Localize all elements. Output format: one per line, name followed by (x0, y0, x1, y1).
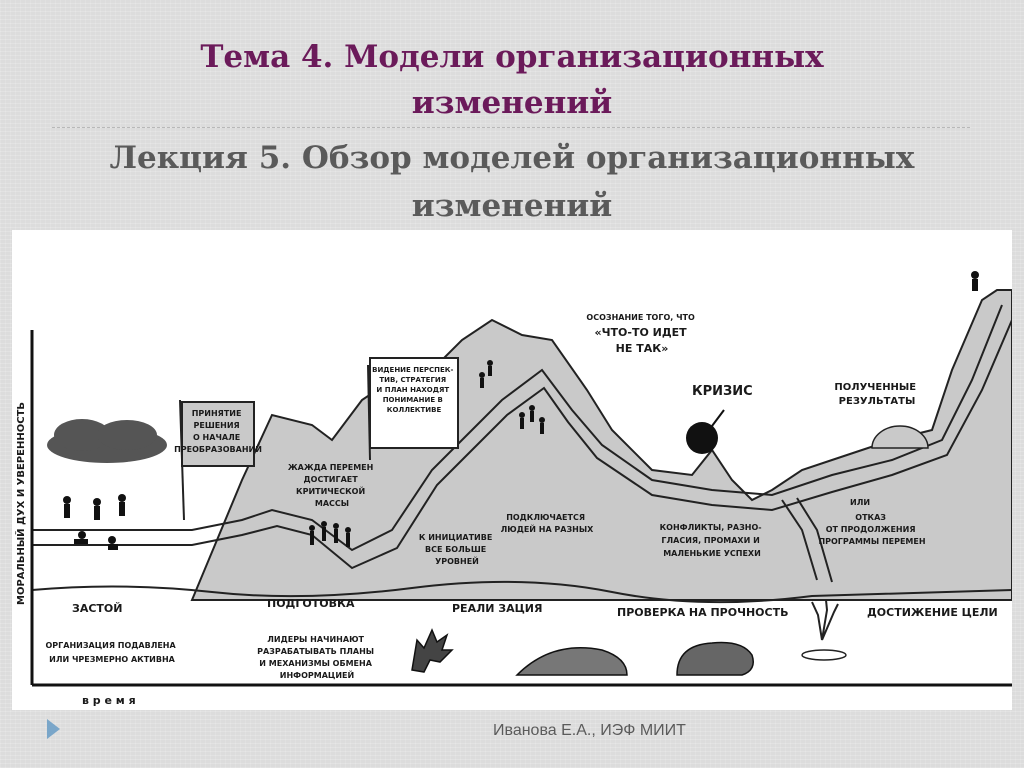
stage-implementation: РЕАЛИ ЗАЦИЯ (452, 602, 542, 615)
slide-title: Тема 4. Модели организационных изменений (0, 34, 1024, 126)
slide-footer: Иванова Е.А., ИЭФ МИИТ (493, 722, 686, 739)
refusal-line1: ОТКАЗ (855, 513, 886, 522)
flag-vision (369, 357, 459, 449)
svg-text:ЗАСТОЙ ПОДГОТОВКА РЕАЛ: ЗАСТОЙ ПОДГОТОВКА РЕАЛИ ЗАЦИЯ ПРОВЕРКА Н… (72, 597, 998, 619)
flag1-line1: ПРИНЯТИЕ (192, 409, 242, 418)
flag2-line5: КОЛЛЕКТИВЕ (387, 406, 442, 414)
or-label: ИЛИ (850, 498, 870, 507)
slide-title-line1: Тема 4. Модели организационных (200, 39, 824, 75)
sea-monster-icon (411, 628, 454, 673)
crisis-label: КРИЗИС (692, 384, 753, 399)
change-model-illustration: МОРАЛЬНЫЙ ДУХ И УВЕРЕННОСТЬ в р е м я ПР… (12, 230, 1012, 710)
spiky-creature-icon (515, 647, 628, 676)
drowning-hand-icon (801, 599, 847, 661)
svg-text:К ИНИЦИАТИВЕ ВСЕ БОЛЬШЕ: К ИНИЦИАТИВЕ ВСЕ БОЛЬШЕ УРОВНЕЙ (419, 533, 495, 566)
stage-goal-achievement: ДОСТИЖЕНИЕ ЦЕЛИ (867, 606, 998, 619)
title-divider (52, 127, 970, 128)
summit-figure (971, 271, 979, 291)
people-group-stagnation (63, 494, 126, 550)
awareness-line3: НЕ ТАК» (616, 342, 669, 355)
slide-nav-arrow-icon[interactable] (47, 719, 60, 739)
flag2-line3: И ПЛАН НАХОДЯТ (376, 386, 449, 394)
svg-text:ВИДЕНИЕ ПЕРСПЕК- ТИВ, СТРА: ВИДЕНИЕ ПЕРСПЕК- ТИВ, СТРАТЕГИЯ И ПЛАН Н… (372, 366, 456, 414)
y-axis-label: МОРАЛЬНЫЙ ДУХ И УВЕРЕННОСТЬ (14, 402, 27, 605)
flag1-line3: О НАЧАЛЕ (193, 433, 240, 442)
results-line1: ПОЛУЧЕННЫЕ (834, 382, 916, 393)
flag1-line2: РЕШЕНИЯ (193, 421, 239, 430)
svg-text:ПОЛУЧЕННЫЕ РЕЗУЛЬТАТЫ: ПОЛУЧЕННЫЕ РЕЗУЛЬТАТЫ (834, 382, 919, 407)
initiative-line2: ВСЕ БОЛЬШЕ (425, 545, 486, 554)
awareness-line2: «ЧТО-ТО ИДЕТ (595, 326, 688, 339)
critical-mass-line4: МАССЫ (315, 499, 349, 508)
conflicts-line2: ГЛАСИЯ, ПРОМАХИ И (661, 536, 759, 545)
svg-text:КОНФЛИКТЫ, РАЗНО- ГЛАСИЯ,: КОНФЛИКТЫ, РАЗНО- ГЛАСИЯ, ПРОМАХИ И МАЛЕ… (660, 523, 765, 558)
preparation-note-line3: И МЕХАНИЗМЫ ОБМЕНА (259, 659, 372, 668)
slide-subtitle-line2: изменений (411, 188, 613, 224)
svg-text:ОТКАЗ ОТ ПРОДОЛЖЕНИЯ П: ОТКАЗ ОТ ПРОДОЛЖЕНИЯ ПРОГРАММЫ ПЕРЕМЕН (818, 513, 925, 546)
svg-text:ПРИНЯТИЕ РЕШЕНИЯ О НАЧ: ПРИНЯТИЕ РЕШЕНИЯ О НАЧАЛЕ ПРЕОБРАЗОВАНИЙ (174, 409, 262, 454)
flag2-line4: ПОНИМАНИЕ В (383, 396, 443, 404)
people-group-preparation (309, 521, 351, 547)
sun-icon (871, 425, 929, 449)
refusal-line3: ПРОГРАММЫ ПЕРЕМЕН (818, 537, 925, 546)
flag2-line2: ТИВ, СТРАТЕГИЯ (379, 376, 446, 384)
svg-text:ПОДКЛЮЧАЕТСЯ ЛЮДЕЙ НА РАЗН: ПОДКЛЮЧАЕТСЯ ЛЮДЕЙ НА РАЗНЫХ (501, 513, 595, 534)
critical-mass-line3: КРИТИЧЕСКОЙ (296, 485, 365, 496)
connecting-line1: ПОДКЛЮЧАЕТСЯ (506, 513, 585, 522)
preparation-note-line4: ИНФОРМАЦИЕЙ (280, 669, 354, 680)
stage-preparation: ПОДГОТОВКА (267, 597, 355, 610)
road-path (32, 304, 1003, 552)
flag-decision (181, 401, 255, 467)
stagnation-note-line1: ОРГАНИЗАЦИЯ ПОДАВЛЕНА (46, 641, 177, 650)
svg-text:ОСОЗНАНИЕ ТОГО, ЧТО «ЧТО-Т: ОСОЗНАНИЕ ТОГО, ЧТО «ЧТО-ТО ИДЕТ НЕ ТАК» (586, 313, 697, 355)
water-line (31, 580, 1012, 604)
svg-text:ЖАЖДА ПЕРЕМЕН ДОСТИГАЕТ: ЖАЖДА ПЕРЕМЕН ДОСТИГАЕТ КРИТИЧЕСКОЙ МАСС… (288, 463, 376, 508)
stage-stagnation: ЗАСТОЙ (72, 602, 122, 615)
critical-mass-line1: ЖАЖДА ПЕРЕМЕН (288, 463, 374, 472)
results-line2: РЕЗУЛЬТАТЫ (839, 396, 916, 407)
slide-subtitle-line1: Лекция 5. Обзор моделей организационных (109, 140, 915, 176)
people-group-climbing (479, 360, 545, 434)
slide-title-line2: изменений (411, 85, 613, 121)
preparation-note-line1: ЛИДЕРЫ НАЧИНАЮТ (267, 635, 364, 644)
initiative-line1: К ИНИЦИАТИВЕ (419, 533, 492, 542)
slide-subtitle: Лекция 5. Обзор моделей организационных … (0, 134, 1024, 230)
flag1-line4: ПРЕОБРАЗОВАНИЙ (174, 443, 262, 454)
initiative-line3: УРОВНЕЙ (435, 555, 479, 566)
crocodile-icon (676, 641, 754, 676)
svg-text:ЛИДЕРЫ НАЧИНАЮТ РАЗРАБАТЫВ: ЛИДЕРЫ НАЧИНАЮТ РАЗРАБАТЫВАТЬ ПЛАНЫ И МЕ… (257, 635, 377, 680)
stagnation-note-line2: ИЛИ ЧРЕЗМЕРНО АКТИВНА (49, 655, 176, 664)
awareness-line1: ОСОЗНАНИЕ ТОГО, ЧТО (586, 313, 695, 322)
x-axis-label: в р е м я (82, 694, 136, 707)
flag2-line1: ВИДЕНИЕ ПЕРСПЕК- (372, 366, 453, 374)
connecting-line2: ЛЮДЕЙ НА РАЗНЫХ (501, 523, 595, 534)
stage-durability-check: ПРОВЕРКА НА ПРОЧНОСТЬ (617, 606, 789, 619)
conflicts-line3: МАЛЕНЬКИЕ УСПЕХИ (663, 549, 761, 558)
bomb-icon (686, 422, 718, 454)
conflicts-line1: КОНФЛИКТЫ, РАЗНО- (660, 523, 762, 532)
critical-mass-line2: ДОСТИГАЕТ (304, 475, 359, 484)
preparation-note-line2: РАЗРАБАТЫВАТЬ ПЛАНЫ (257, 647, 374, 656)
svg-text:ОРГАНИЗАЦИЯ ПОДАВЛЕНА ИЛИ: ОРГАНИЗАЦИЯ ПОДАВЛЕНА ИЛИ ЧРЕЗМЕРНО АКТИ… (46, 641, 179, 664)
refusal-line2: ОТ ПРОДОЛЖЕНИЯ (826, 525, 916, 534)
